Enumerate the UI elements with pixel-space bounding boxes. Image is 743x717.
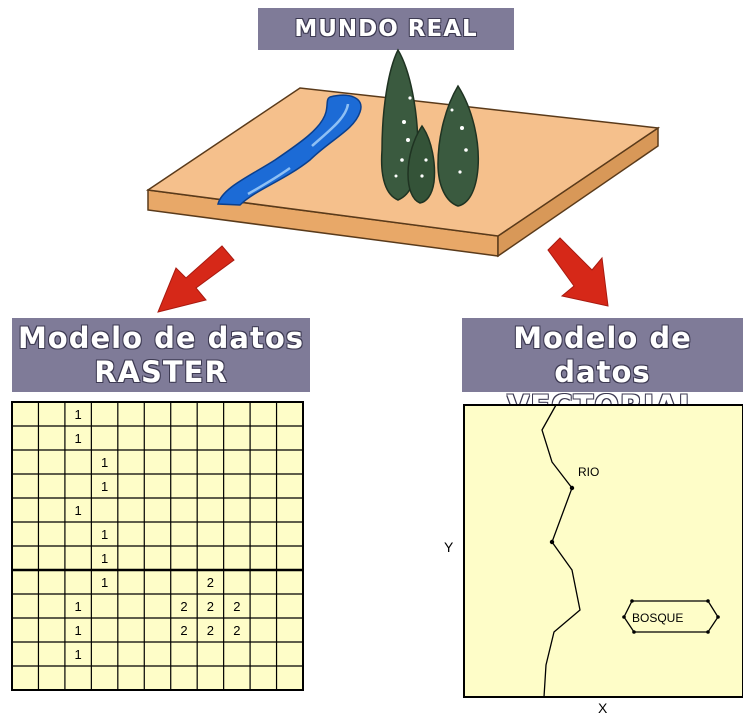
raster-cell-value: 1 [101, 455, 108, 470]
river-highlight [247, 103, 350, 196]
raster-cell-value: 2 [180, 599, 187, 614]
raster-cell-value: 1 [75, 431, 82, 446]
tree-highlights [394, 96, 468, 178]
tree-icon [437, 84, 480, 207]
real-world-scene [145, 48, 661, 258]
arrow-to-raster [157, 245, 235, 313]
raster-cell-value: 1 [75, 647, 82, 662]
raster-cell-value: 1 [75, 623, 82, 638]
raster-cell-value: 1 [101, 551, 108, 566]
raster-grid: 1 1 1 1 1 1 1 1 2 1 2 2 2 1 2 2 2 1 [11, 401, 304, 691]
raster-cell-value: 2 [207, 623, 214, 638]
y-axis-label: Y [444, 539, 454, 555]
raster-cell-value: 1 [101, 527, 108, 542]
forest-label: BOSQUE [632, 611, 683, 625]
raster-cell-value: 1 [75, 503, 82, 518]
raster-cell-value: 1 [75, 407, 82, 422]
forest-vertices [622, 599, 720, 634]
arrow-left-icon [157, 245, 235, 313]
raster-cell-value: 1 [101, 479, 108, 494]
raster-cell-value: 1 [101, 575, 108, 590]
tree-icon [407, 124, 436, 204]
raster-cell-value: 2 [233, 623, 240, 638]
arrow-right-icon [547, 237, 609, 307]
vector-map: RIO BOSQUE Y X [444, 404, 743, 716]
raster-cell-value: 2 [233, 599, 240, 614]
vector-title-line1: Modelo de datos [513, 321, 692, 389]
raster-title-line1: Modelo de datos [17, 321, 305, 355]
river-label: RIO [578, 465, 599, 479]
tree-group [380, 48, 480, 207]
raster-cell-value: 2 [180, 623, 187, 638]
vector-map-background [463, 404, 743, 698]
raster-cell-value: 2 [207, 575, 214, 590]
raster-cell-value: 2 [207, 599, 214, 614]
arrow-to-vector [547, 237, 609, 307]
raster-cell-value: 1 [75, 599, 82, 614]
river-line [541, 404, 581, 698]
real-world-title: MUNDO REAL [258, 8, 514, 50]
river-shape [217, 94, 362, 206]
raster-model-title: Modelo de datos RASTER [12, 318, 310, 392]
x-axis-label: X [598, 700, 608, 716]
river-vertices [549, 485, 575, 545]
raster-title-line2: RASTER [94, 355, 228, 389]
